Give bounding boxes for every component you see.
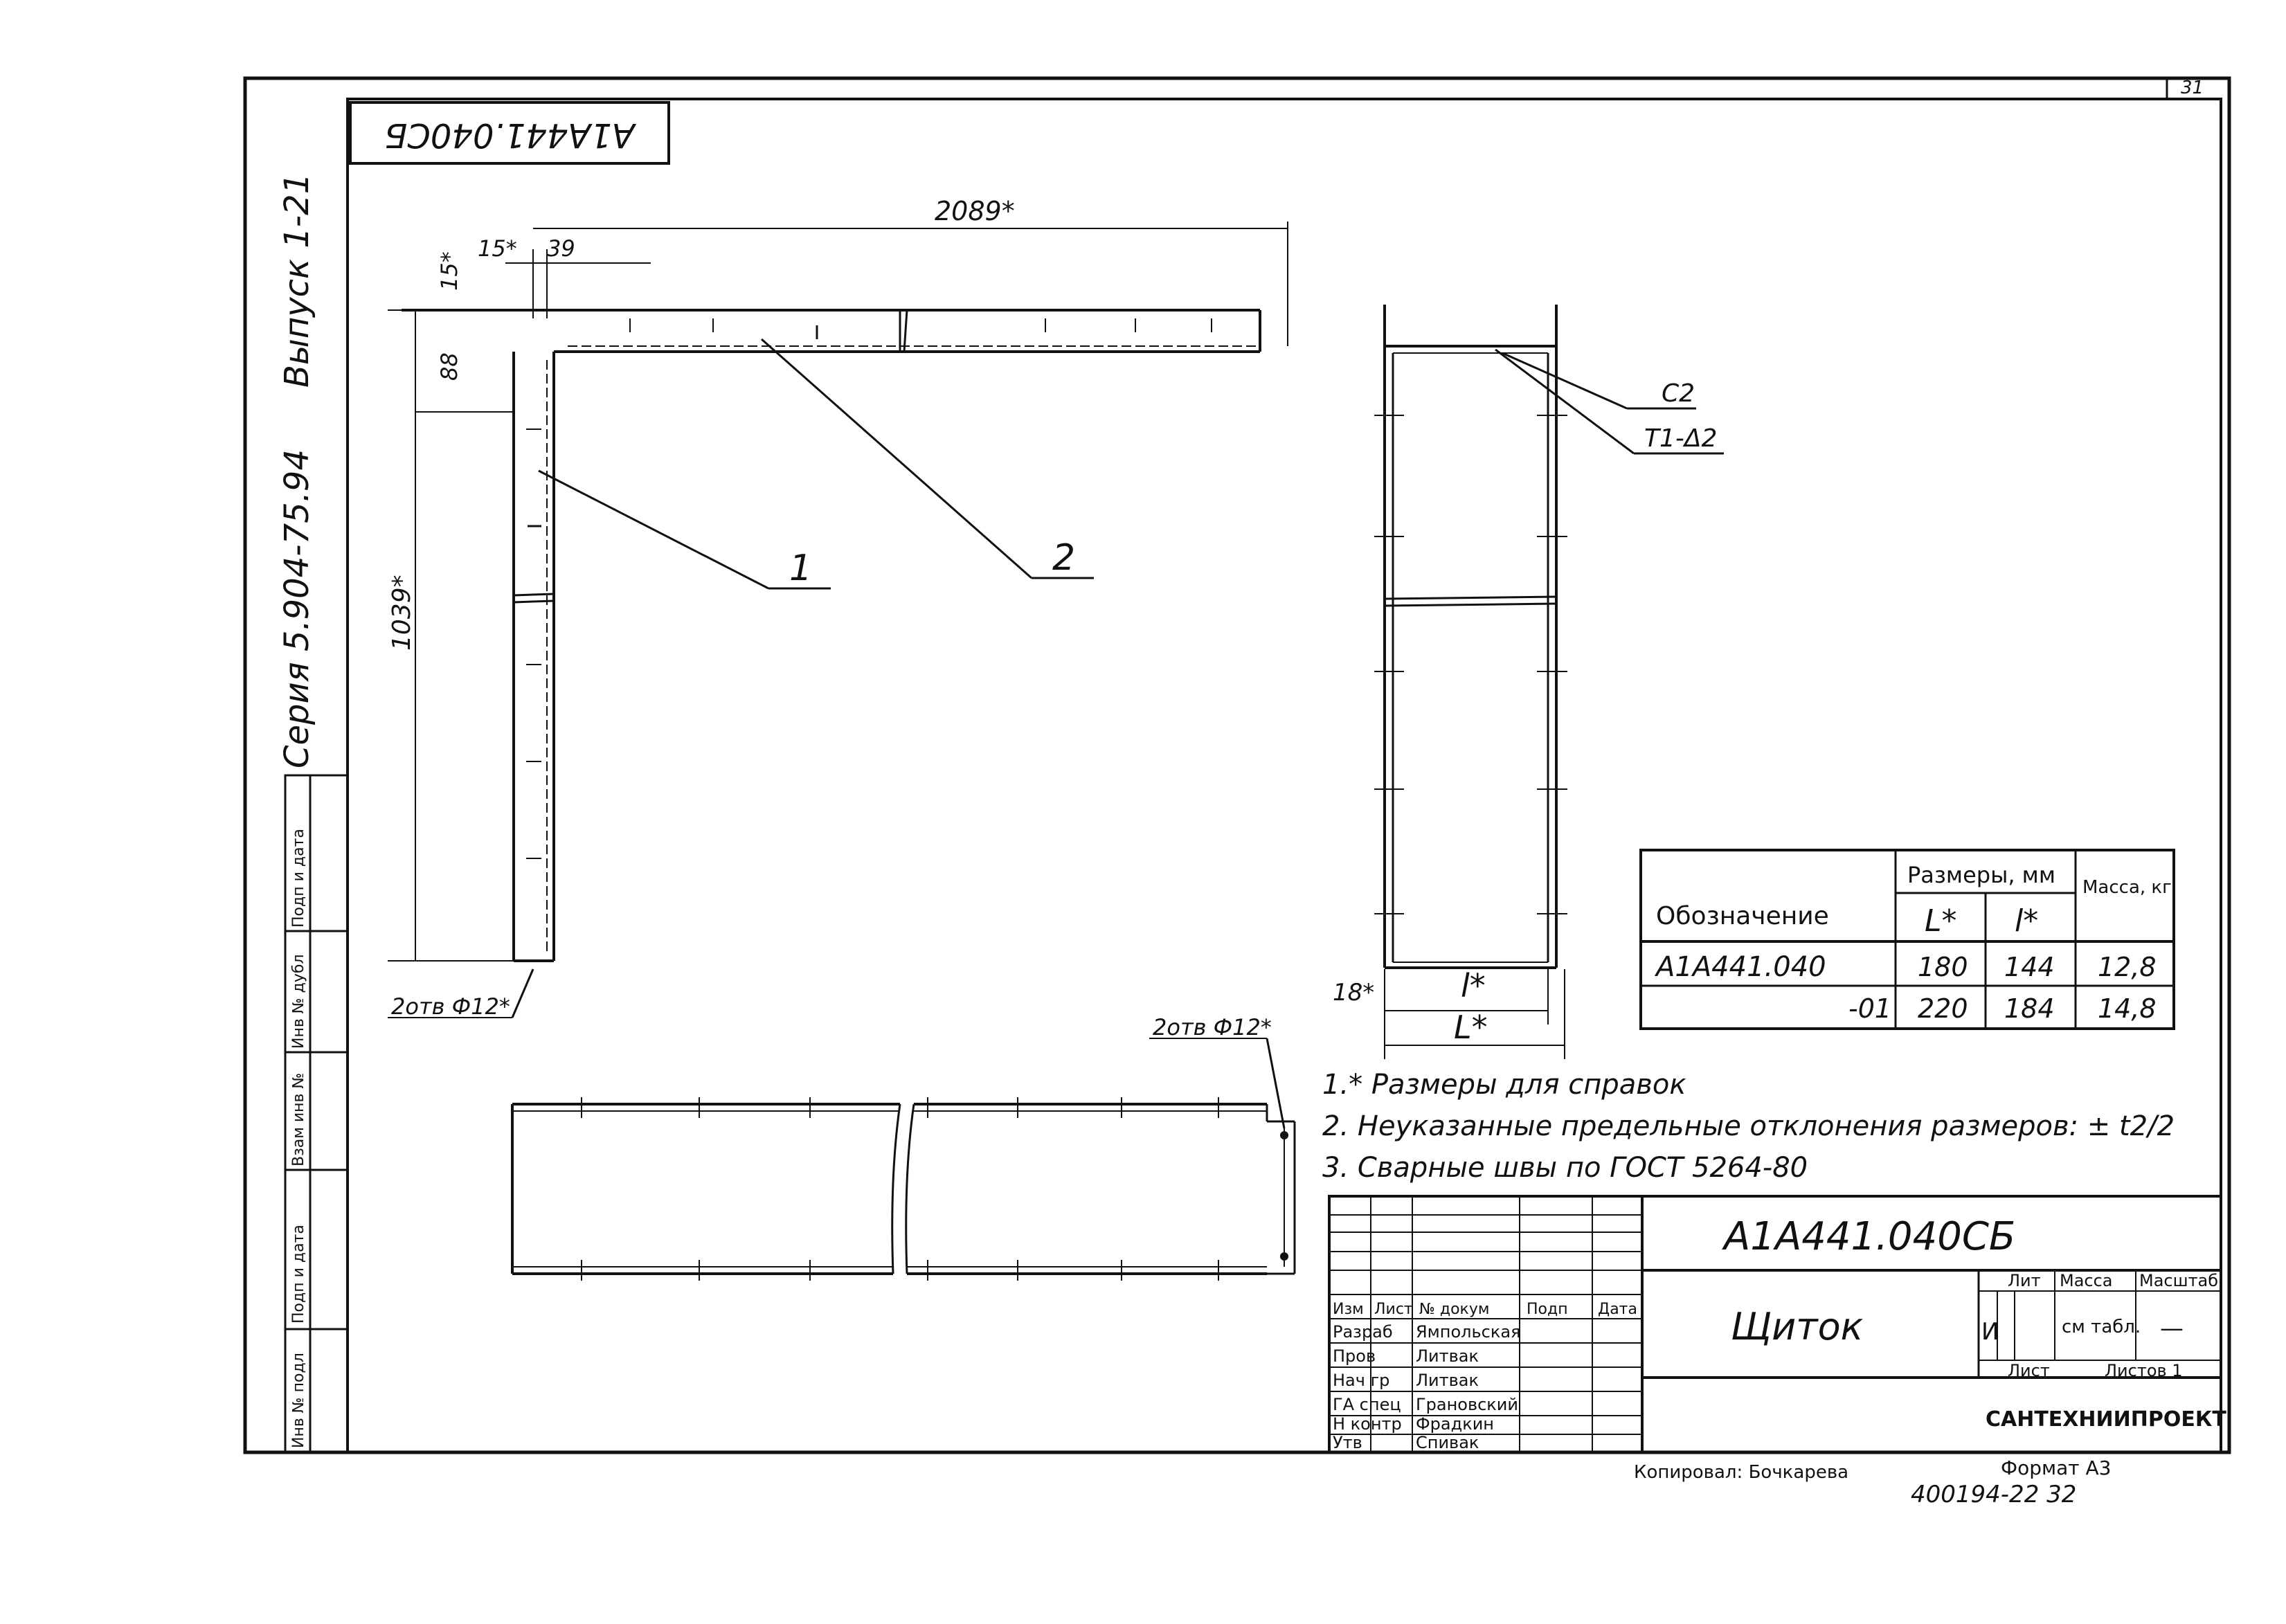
note-1: 1.* Размеры для справок — [1322, 1069, 1686, 1101]
tb-role-1: Разраб — [1333, 1322, 1393, 1342]
tb-name-1: Ямпольская — [1416, 1322, 1520, 1342]
tb-doc-code: А1А441.040СБ — [1722, 1214, 2015, 1259]
tb-org: САНТЕХНИИПРОЕКТ — [1986, 1407, 2226, 1432]
holes-label-left: 2отв Ф12* — [391, 993, 510, 1020]
tb-role-2: Пров — [1333, 1346, 1376, 1366]
tb-mass-value: см табл. — [2062, 1317, 2141, 1337]
dim-15-top: 15* — [478, 235, 517, 262]
strip-orig-inv: Инв № подл — [290, 1353, 307, 1448]
tb-name-5: Фрадкин — [1416, 1414, 1494, 1434]
table-col-L: L* — [1925, 903, 1957, 939]
tb-name-4: Грановский — [1416, 1395, 1518, 1414]
table-row-1-designation: А1А441.040 — [1654, 951, 1826, 983]
table-row-1-l: 144 — [2004, 952, 2055, 982]
callout-2: 2 — [1052, 537, 1075, 579]
tb-scale-value: — — [2160, 1315, 2184, 1342]
rotated-stamp-code: А1А441.040СБ — [384, 116, 636, 154]
sheet-number: 31 — [2181, 78, 2204, 98]
tb-scale-label: Масштаб — [2139, 1271, 2218, 1290]
table-row-2-mass: 14,8 — [2098, 993, 2157, 1024]
format-label: Формат А3 — [2001, 1456, 2111, 1479]
holes-label-right: 2отв Ф12* — [1153, 1014, 1272, 1040]
dim-39: 39 — [547, 235, 575, 262]
tb-name: Щиток — [1731, 1305, 1864, 1348]
note-3: 3. Сварные швы по ГОСТ 5264-80 — [1322, 1152, 1808, 1184]
tb-lit-label: Лит — [2008, 1271, 2041, 1290]
strip-repl-inv: Взам инв № — [290, 1073, 307, 1166]
note-2: 2. Неуказанные предельные отклонения раз… — [1322, 1110, 2175, 1142]
table-row-2-L: 220 — [1918, 993, 1968, 1024]
dim-88: 88 — [436, 352, 462, 381]
tb-role-6: Утв — [1333, 1433, 1362, 1452]
tb-sheet-label: Лист — [2008, 1361, 2050, 1380]
table-row-1-L: 180 — [1918, 952, 1968, 982]
tb-lit-value: И — [1981, 1318, 1999, 1346]
table-row-2-designation: -01 — [1848, 993, 1891, 1024]
weld-c2: С2 — [1662, 379, 1695, 408]
dim-18: 18* — [1333, 979, 1374, 1007]
title-block: Изм Лист № докум Подп Дата Разраб Ямполь… — [1328, 1195, 2226, 1454]
strip-sign-date-2: Подп и дата — [290, 1225, 307, 1324]
tb-name-2: Литвак — [1416, 1346, 1479, 1366]
dim-L: L* — [1454, 1009, 1488, 1046]
main-view: 2089* 15* 39 15* 88 1039* 1 2 2отв Ф12* — [388, 196, 1288, 1020]
dim-2089: 2089* — [935, 196, 1015, 226]
table-col-mass: Масса, кг — [2082, 877, 2172, 898]
tb-hdr-date: Дата — [1598, 1301, 1637, 1318]
tb-sheets-label: Листов 1 — [2105, 1361, 2183, 1380]
dim-l: l* — [1461, 967, 1486, 1004]
tb-name-3: Литвак — [1416, 1371, 1479, 1390]
size-table: Обозначение Размеры, мм L* l* Масса, кг … — [1639, 849, 2175, 1030]
table-col-sizes: Размеры, мм — [1907, 862, 2055, 888]
strip-sign-date-1: Подп и дата — [290, 829, 307, 928]
table-row-2-l: 184 — [2004, 993, 2055, 1024]
rotated-stamp-box — [349, 101, 670, 165]
strip-dup-inv: Инв № дубл — [290, 954, 307, 1049]
tb-role-3: Нач гр — [1333, 1371, 1389, 1390]
table-row-1-mass: 12,8 — [2098, 952, 2157, 982]
issue-label: Выпуск 1-21 — [278, 173, 316, 388]
dim-1039: 1039* — [388, 575, 416, 651]
tb-mass-label: Масса — [2060, 1271, 2113, 1290]
tb-hdr-list: Лист — [1374, 1301, 1413, 1318]
tb-name-6: Спивак — [1416, 1433, 1479, 1452]
footer-code: 400194-22 32 — [1911, 1481, 2076, 1508]
dim-15-left: 15* — [436, 251, 462, 291]
table-col-designation: Обозначение — [1656, 902, 1829, 930]
series-label: Серия 5.904-75.94 — [278, 449, 316, 768]
tb-role-4: ГА спец — [1333, 1395, 1401, 1414]
tb-role-5: Н контр — [1333, 1414, 1402, 1434]
copied-by: Копировал: Бочкарева — [1634, 1462, 1848, 1483]
tb-hdr-izm: Изм — [1333, 1301, 1364, 1318]
left-strip: Подп и дата Инв № дубл Взам инв № Подп и… — [284, 774, 349, 1454]
bottom-view: 2отв Ф12* — [511, 1014, 1296, 1281]
section-view: l* L* 18* С2 Т1-Δ2 — [1333, 305, 1724, 1059]
weld-t1: Т1-Δ2 — [1644, 424, 1717, 453]
callout-1: 1 — [789, 548, 812, 589]
tb-hdr-sign: Подп — [1527, 1301, 1568, 1318]
tb-hdr-doc: № докум — [1419, 1301, 1489, 1318]
table-col-l: l* — [2015, 903, 2038, 939]
